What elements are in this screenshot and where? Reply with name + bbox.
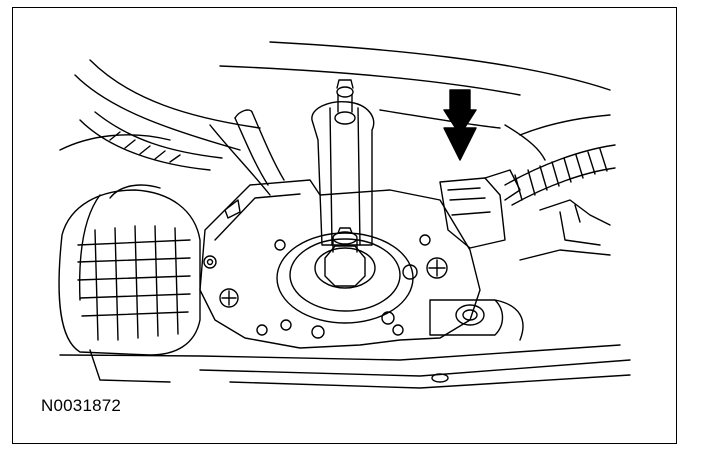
mounting-bolts — [203, 234, 448, 339]
wiring-harness — [504, 114, 616, 206]
right-lever — [429, 299, 524, 341]
alignment-tool — [311, 79, 375, 246]
background-contour-lines — [59, 41, 611, 196]
left-hose — [79, 109, 285, 186]
indicator-arrow — [443, 89, 477, 161]
left-motor-housing — [58, 184, 201, 356]
figure-code-label: N0031872 — [41, 396, 122, 415]
electrical-connector — [439, 169, 521, 249]
center-hub-nut — [276, 227, 414, 324]
right-bracket — [519, 199, 611, 261]
transmission-pan — [59, 344, 631, 389]
